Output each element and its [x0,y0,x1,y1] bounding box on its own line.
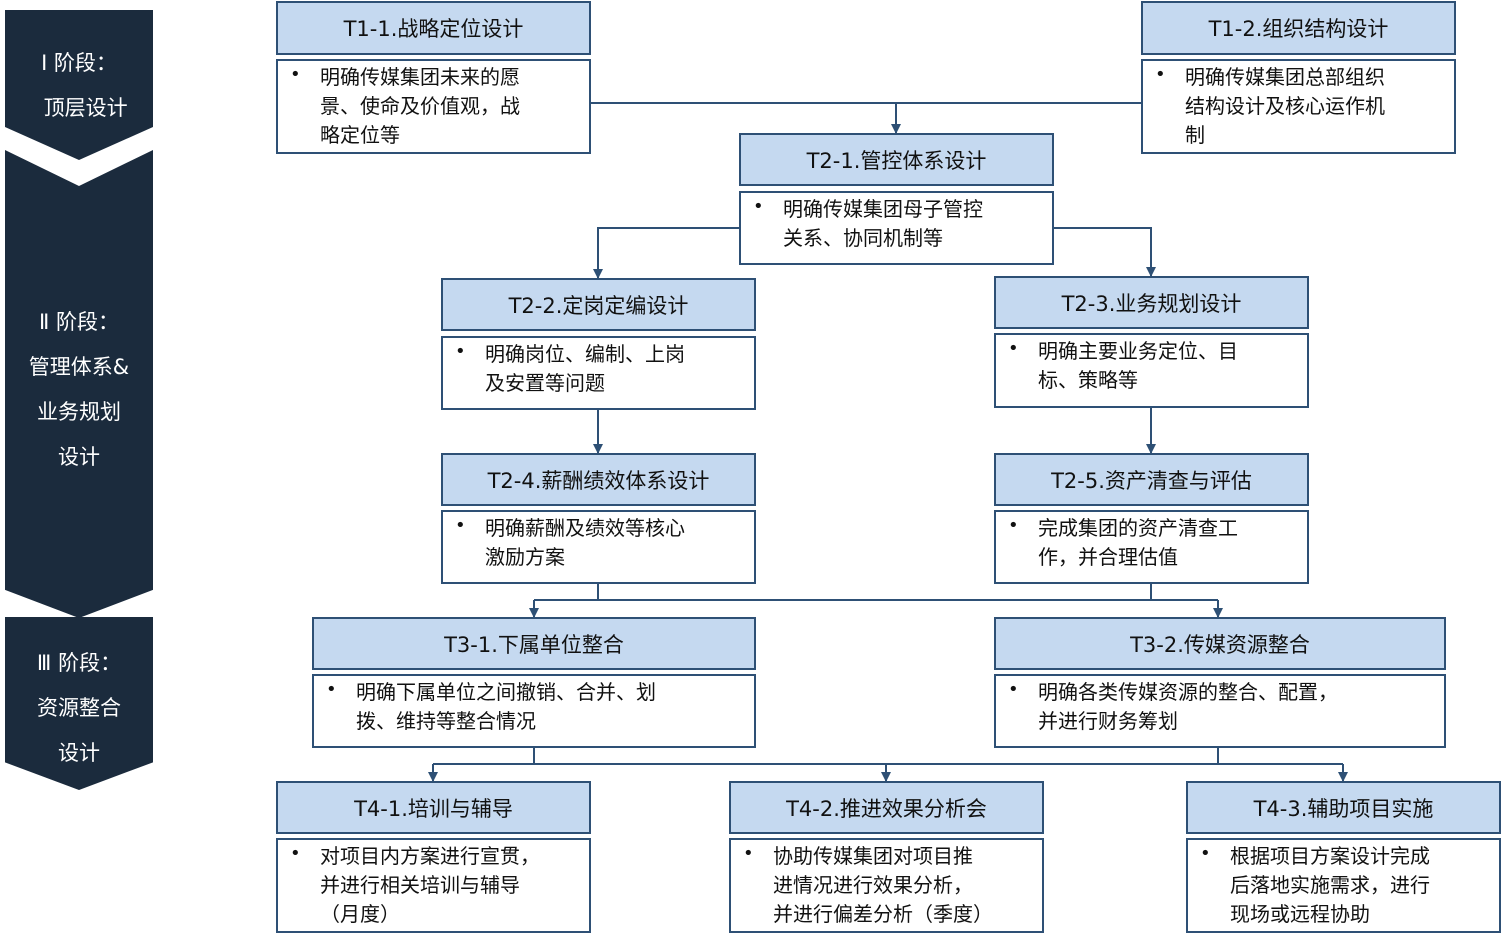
node-t4-2-text: 协助传媒集团对项目推 进情况进行效果分析， 并进行偏差分析（季度） [773,844,993,926]
node-t2-2-title: T2-2.定岗定编设计 [441,278,756,331]
node-t2-4-text: 明确薪酬及绩效等核心 激励方案 [485,516,685,569]
node-t4-1-description: • 对项目内方案进行宣贯， 并进行相关培训与辅导 （月度） [276,838,591,933]
node-t4-3-text: 根据项目方案设计完成 后落地实施需求，进行 现场或远程协助 [1230,844,1430,926]
node-t3-1-text: 明确下属单位之间撤销、合并、划 拨、维持等整合情况 [356,680,656,733]
node-t2-5-description: • 完成集团的资产清查工 作，并合理估值 [994,510,1309,584]
bullet-marker: • [753,196,764,217]
stage-3-chevron [5,617,153,790]
node-t2-3-text: 明确主要业务定位、目 标、策略等 [1038,339,1238,392]
node-t2-2-text: 明确岗位、编制、上岗 及安置等问题 [485,342,685,395]
node-t2-1-title: T2-1.管控体系设计 [739,133,1054,186]
node-t1-2-text: 明确传媒集团总部组织 结构设计及核心运作机 制 [1185,65,1385,147]
bullet-marker: • [455,341,466,362]
arrow-to-t2-3 [1054,227,1156,277]
node-t2-5-title: T2-5.资产清查与评估 [994,453,1309,506]
stage-1-label: Ⅰ 阶段： 顶层设计 [41,51,128,120]
node-t1-2-description: • 明确传媒集团总部组织 结构设计及核心运作机 制 [1141,59,1456,154]
stage-1-chevron [5,10,153,160]
stage-3-label: Ⅲ 阶段： 资源整合 设计 [36,651,122,765]
node-t4-1-title: T4-1.培训与辅导 [276,781,591,834]
node-t4-1-text: 对项目内方案进行宣贯， 并进行相关培训与辅导 （月度） [320,844,540,926]
bullet-marker: • [1008,338,1019,359]
node-t2-4-title: T2-4.薪酬绩效体系设计 [441,453,756,506]
node-t2-2-description: • 明确岗位、编制、上岗 及安置等问题 [441,336,756,410]
bullet-marker: • [455,515,466,536]
bullet-marker: • [1155,64,1166,85]
bullet-marker: • [290,843,301,864]
stage-2-label: Ⅱ 阶段： 管理体系& 业务规划 设计 [28,310,130,469]
node-t3-2-description: • 明确各类传媒资源的整合、配置， 并进行财务筹划 [994,674,1446,748]
arrow-to-t2-2 [593,227,739,279]
node-t2-3-title: T2-3.业务规划设计 [994,276,1309,329]
node-t4-3-title: T4-3.辅助项目实施 [1186,781,1501,834]
node-t2-5-text: 完成集团的资产清查工 作，并合理估值 [1038,516,1238,569]
stage-2-chevron [5,150,153,618]
node-t2-1-text: 明确传媒集团母子管控 关系、协同机制等 [783,197,983,250]
node-t3-1-title: T3-1.下属单位整合 [312,617,756,670]
node-t1-1-title: T1-1.战略定位设计 [276,1,591,55]
node-t4-2-description: • 协助传媒集团对项目推 进情况进行效果分析， 并进行偏差分析（季度） [729,838,1044,933]
node-t1-1-text: 明确传媒集团未来的愿 景、使命及价值观，战 略定位等 [320,65,520,147]
bullet-marker: • [743,843,754,864]
node-t3-1-description: • 明确下属单位之间撤销、合并、划 拨、维持等整合情况 [312,674,756,748]
node-t2-4-description: • 明确薪酬及绩效等核心 激励方案 [441,510,756,584]
node-t2-3-description: • 明确主要业务定位、目 标、策略等 [994,333,1309,408]
node-t3-2-text: 明确各类传媒资源的整合、配置， 并进行财务筹划 [1038,680,1338,733]
node-t1-1-description: • 明确传媒集团未来的愿 景、使命及价值观，战 略定位等 [276,59,591,154]
node-t3-2-title: T3-2.传媒资源整合 [994,617,1446,670]
node-t1-2-title: T1-2.组织结构设计 [1141,1,1456,55]
bullet-marker: • [1008,679,1019,700]
node-t2-1-description: • 明确传媒集团母子管控 关系、协同机制等 [739,191,1054,265]
node-t4-3-description: • 根据项目方案设计完成 后落地实施需求，进行 现场或远程协助 [1186,838,1501,933]
bullet-marker: • [290,64,301,85]
bullet-marker: • [1008,515,1019,536]
bullet-marker: • [1200,843,1211,864]
bullet-marker: • [326,679,337,700]
node-t4-2-title: T4-2.推进效果分析会 [729,781,1044,834]
